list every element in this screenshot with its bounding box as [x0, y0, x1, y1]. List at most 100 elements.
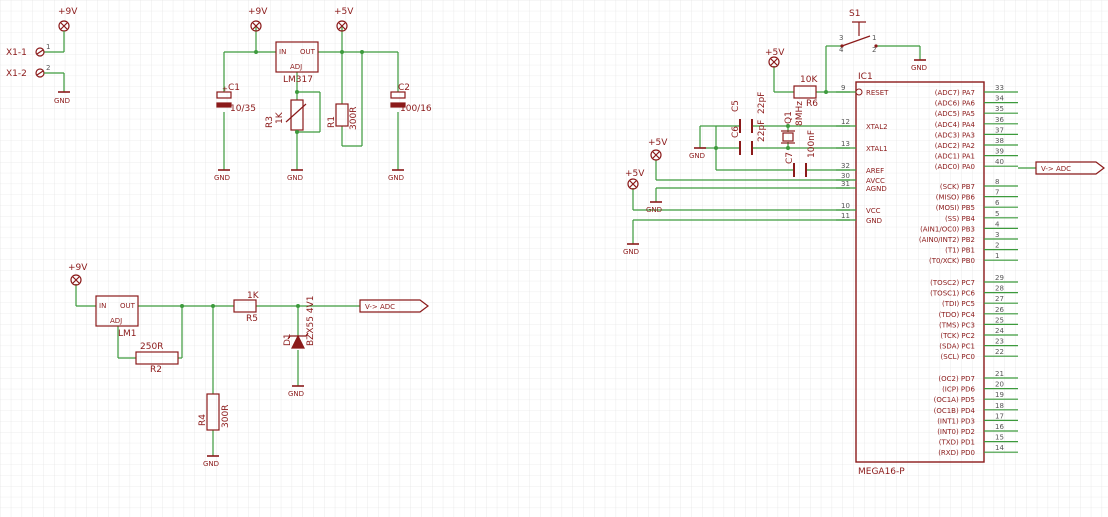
- mcu-right-pin-label: (RXD) PD0: [938, 449, 975, 457]
- mcu-left-pin-num: 31: [841, 180, 850, 188]
- xtal-gnd-label: GND: [689, 152, 705, 160]
- r5-name: R5: [246, 314, 258, 324]
- lm1-out-pin: OUT: [120, 302, 136, 310]
- x1-supply-label: +9V: [58, 7, 78, 17]
- mcu-right-pin-label: (AIN0/INT2) PB2: [919, 236, 975, 244]
- mcu-right-pin-label: (INT0) PD2: [937, 428, 975, 436]
- mcu-right-pin-label: (T0/XCK) PB0: [929, 257, 975, 265]
- c2-value: 100/16: [400, 104, 432, 114]
- mcu-left-pins: RESET9XTAL212XTAL113AREF32AVCC30AGND31VC…: [836, 84, 889, 225]
- vcc-gnd-label: GND: [623, 248, 639, 256]
- mcu-right-pin-label: (ADC7) PA7: [935, 89, 975, 97]
- mcu-right-pin-num: 35: [995, 105, 1004, 113]
- vcc-supply-label: +5V: [625, 169, 645, 179]
- mcu-left-pin-label: XTAL1: [866, 145, 888, 153]
- mcu-right-pin-num: 22: [995, 348, 1004, 356]
- c1-value: 10/35: [230, 104, 256, 114]
- r1-name: R1: [327, 116, 337, 128]
- mcu-right-pin-label: (ADC1) PA1: [935, 153, 975, 161]
- c2-name: C2: [398, 83, 410, 93]
- r4-value: 300R: [221, 405, 231, 428]
- lm317-adj-pin: ADJ: [290, 63, 302, 71]
- r4-name: R4: [198, 414, 208, 426]
- mcu-right-pin-num: 19: [995, 391, 1004, 399]
- mcu-right-pin-label: (ICP) PD6: [942, 386, 975, 394]
- s1-gnd-label: GND: [911, 64, 927, 72]
- mcu-right-pin-num: 40: [995, 158, 1004, 166]
- r3-name: R3: [265, 116, 275, 128]
- mcu-right-pin-num: 39: [995, 148, 1004, 156]
- r3-value: 1K: [275, 111, 285, 124]
- lm1-adj-pin: ADJ: [110, 317, 122, 325]
- mcu-right-pin-label: (ADC4) PA4: [935, 121, 976, 129]
- mcu-right-pin-label: (ADC0) PA0: [935, 163, 975, 171]
- lm1-name: LM1: [118, 329, 137, 339]
- r1-value: 300R: [349, 107, 359, 130]
- mcu-right-pin-label: (MOSI) PB5: [936, 204, 975, 212]
- x1-1-label: X1-1: [6, 48, 27, 58]
- mcu-right-pin-num: 3: [995, 231, 999, 239]
- mcu-right-pin-label: (SCK) PB7: [940, 183, 975, 191]
- d1-gnd-label: GND: [288, 390, 304, 398]
- mcu-right-pin-num: 20: [995, 381, 1004, 389]
- mcu-left-pin-label: GND: [866, 217, 882, 225]
- mcu-right-pin-num: 16: [995, 423, 1004, 431]
- mcu-right-pin-num: 38: [995, 137, 1004, 145]
- lm317-vout-label: +5V: [334, 7, 354, 17]
- mcu-left-pin-num: 10: [841, 202, 850, 210]
- lm317-vin-label: +9V: [248, 7, 268, 17]
- mcu-right-pin-num: 1: [995, 252, 999, 260]
- mcu-left-pin-label: AREF: [866, 167, 884, 175]
- mcu-left-pin-num: 9: [841, 84, 845, 92]
- mcu-left-pin-label: AVCC: [866, 177, 885, 185]
- mcu-left-pin-label: AGND: [866, 185, 887, 193]
- q1-value: 8MHz: [795, 101, 805, 126]
- c2-gnd-label: GND: [388, 174, 404, 182]
- mcu-right-pin-label: (T1) PB1: [945, 247, 975, 255]
- c1-name: C1: [228, 83, 240, 93]
- lm317-name: LM317: [283, 75, 313, 85]
- s1-pin-3: 3: [839, 34, 843, 42]
- mcu-right-pin-label: (TXD) PD1: [939, 439, 975, 447]
- mcu-right-pin-num: 33: [995, 84, 1004, 92]
- s1-pin-4: 4: [839, 46, 844, 54]
- r2-value: 250R: [140, 342, 163, 352]
- mcu-right-pin-num: 15: [995, 434, 1004, 442]
- avcc-supply-label: +5V: [648, 138, 668, 148]
- mcu-right-pin-label: (TOSC1) PC6: [930, 290, 975, 298]
- c7-name: C7: [785, 152, 795, 164]
- mcu-right-pin-num: 18: [995, 402, 1004, 410]
- mcu-right-pin-num: 4: [995, 220, 1000, 228]
- mcu-right-pin-label: (AIN1/OC0) PB3: [920, 225, 975, 233]
- mcu-body: [855, 81, 985, 463]
- mcu-right-pin-num: 23: [995, 338, 1004, 346]
- mcu-right-pin-label: (OC1A) PD5: [934, 396, 975, 404]
- lm317-in-pin: IN: [279, 48, 286, 56]
- d1-name: D1: [283, 333, 293, 346]
- x1-pin-num-1: 1: [46, 43, 50, 51]
- c7-value: 100nF: [807, 130, 817, 158]
- mcu-right-pin-num: 21: [995, 370, 1004, 378]
- s1-pin-1: 1: [872, 34, 876, 42]
- mcu-right-pin-label: (SS) PB4: [945, 215, 976, 223]
- x1-2-label: X1-2: [6, 69, 27, 79]
- mcu-left-pin-num: 11: [841, 212, 850, 220]
- x1-gnd-label: GND: [54, 97, 70, 105]
- mcu-right-pin-label: (OC2) PD7: [938, 375, 975, 383]
- mcu-right-pin-num: 2: [995, 242, 999, 250]
- mcu-left-pin-label: XTAL2: [866, 123, 888, 131]
- mcu-left-pin-label: VCC: [866, 207, 881, 215]
- mcu-right-pin-label: (MISO) PB6: [936, 194, 976, 202]
- adc-label-left: V-> ADC: [365, 303, 395, 311]
- agnd-gnd-label: GND: [646, 206, 662, 214]
- c6-name: C6: [731, 126, 741, 138]
- s1-name: S1: [849, 9, 860, 19]
- mcu-right-pin-label: (ADC5) PA5: [935, 110, 975, 118]
- mcu-wiring: [627, 21, 1105, 245]
- mcu-right-pin-label: (TMS) PC3: [939, 321, 975, 329]
- c6-value: 22pF: [757, 120, 767, 142]
- mcu-right-pin-num: 25: [995, 316, 1004, 324]
- mcu-right-pin-num: 14: [995, 444, 1004, 452]
- mcu-right-pin-label: (TOSC2) PC7: [930, 279, 975, 287]
